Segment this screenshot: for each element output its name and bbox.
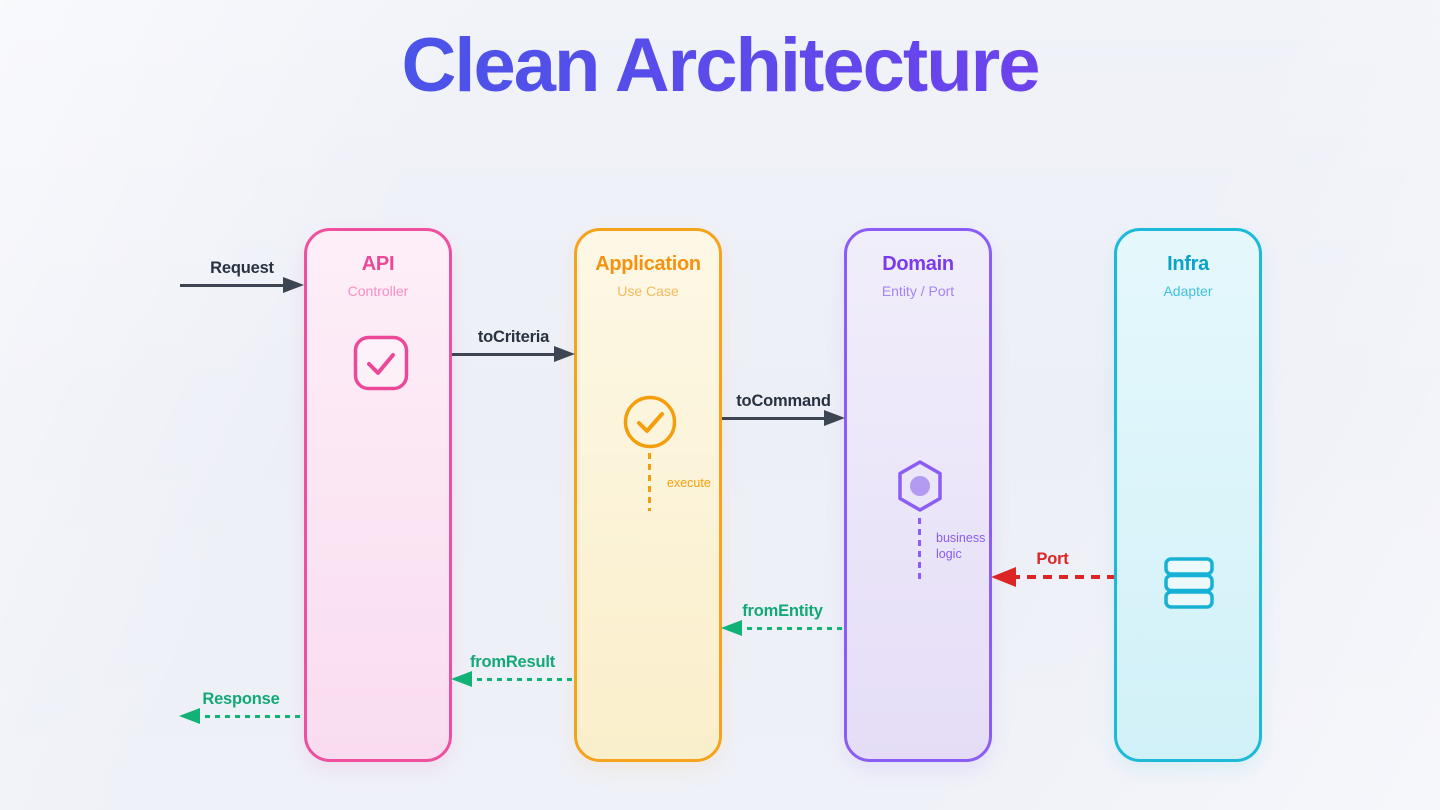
arrowhead-left-icon [451, 671, 472, 687]
arrow-fromentity: fromEntity [721, 600, 844, 636]
arrow-tocommand: toCommand [722, 390, 845, 426]
arrowhead-left-icon [991, 567, 1016, 587]
business-logic-dashed-line [918, 518, 921, 582]
business-logic-label: business logic [936, 531, 986, 562]
arrowhead-left-icon [179, 708, 200, 724]
node-api-title: API [361, 253, 395, 275]
node-application-subtitle: Use Case [617, 283, 679, 299]
arrow-tocriteria-line [452, 353, 561, 356]
node-api-subtitle: Controller [347, 283, 409, 299]
arrow-fromresult-line [467, 678, 574, 681]
arrowhead-right-icon [824, 410, 845, 426]
arrow-request: Request [180, 257, 304, 293]
page-title: Clean Architecture [0, 22, 1440, 109]
arrow-response: Response [179, 688, 303, 724]
execute-label: execute [667, 476, 711, 490]
check-square-icon [353, 335, 409, 391]
arrow-tocommand-label: toCommand [736, 392, 831, 410]
node-infra-subtitle: Adapter [1163, 283, 1213, 299]
arrow-fromentity-label: fromEntity [742, 602, 823, 620]
arrowhead-left-icon [721, 620, 742, 636]
arrow-response-line [195, 715, 303, 718]
arrow-port-label: Port [1036, 550, 1069, 568]
check-circle-icon [623, 395, 677, 449]
node-application-title: Application [595, 253, 701, 275]
arrow-port-line [1011, 575, 1114, 579]
arrowhead-right-icon [283, 277, 304, 293]
arrow-request-line [180, 284, 290, 287]
node-domain: Domain Entity / Port business logic [844, 228, 992, 762]
arrow-request-label: Request [210, 259, 274, 277]
arrow-tocriteria-label: toCriteria [477, 328, 550, 346]
arrow-tocriteria: toCriteria [452, 326, 575, 362]
node-api: API Controller [304, 228, 452, 762]
node-infra-title: Infra [1167, 253, 1209, 275]
arrowhead-right-icon [554, 346, 575, 362]
arrow-port: Port [991, 548, 1114, 587]
arrow-fromresult-label: fromResult [469, 653, 556, 671]
hexagon-dot-icon [897, 460, 943, 512]
node-domain-title: Domain [882, 253, 954, 275]
database-icon [1163, 557, 1215, 609]
arrow-tocommand-line [722, 417, 831, 420]
execute-dashed-line [648, 453, 651, 511]
arrow-fromentity-line [737, 627, 844, 630]
node-domain-subtitle: Entity / Port [881, 283, 955, 299]
node-application: Application Use Case execute [574, 228, 722, 762]
arrow-fromresult: fromResult [451, 651, 574, 687]
arrow-response-label: Response [202, 690, 280, 708]
node-infra: Infra Adapter [1114, 228, 1262, 762]
